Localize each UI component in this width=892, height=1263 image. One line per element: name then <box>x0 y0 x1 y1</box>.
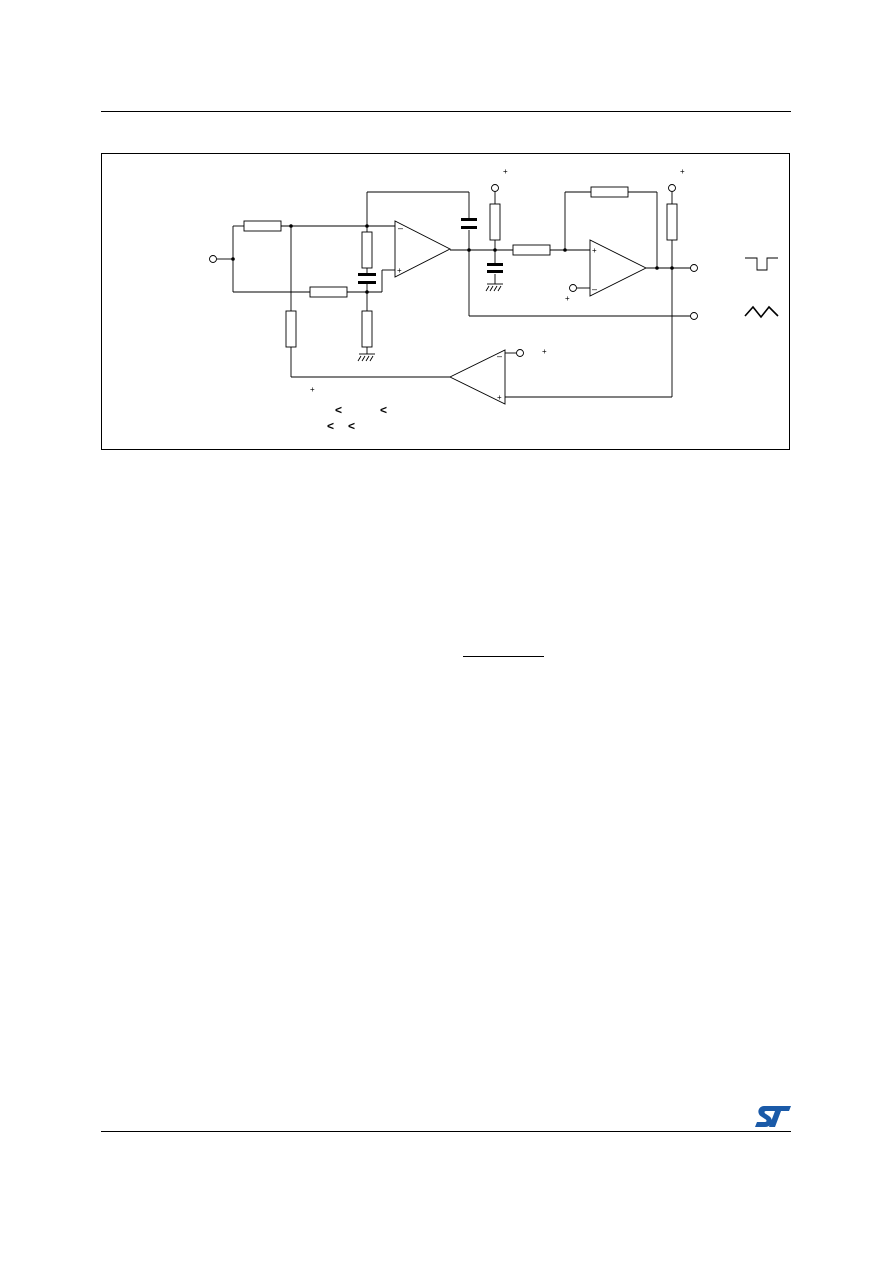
fraction-bar <box>463 656 544 657</box>
opamp3-noninverting-label: + <box>497 393 502 402</box>
capacitor-top <box>461 218 477 221</box>
resistor-opamp2-feedback <box>590 186 629 198</box>
opamp2-noninverting-label: + <box>592 246 597 255</box>
junction-dot <box>467 248 471 252</box>
less-than-symbol: < <box>380 403 387 417</box>
resistor-input-bottom <box>309 286 348 298</box>
resistor-mid <box>512 244 551 256</box>
header-rule <box>101 111 791 112</box>
supply-plus-label: + <box>542 347 547 356</box>
opamp3-inverting-label: – <box>497 351 502 361</box>
figure-frame <box>101 153 790 450</box>
opamp-1 <box>394 220 451 278</box>
less-than-symbol: < <box>348 419 355 433</box>
input-terminal <box>209 255 217 263</box>
resistor-center-bottom <box>361 310 373 348</box>
resistor-pullup-1 <box>489 203 501 241</box>
junction-dot <box>365 290 369 294</box>
supply-plus-label: + <box>310 385 315 394</box>
supply-terminal-3 <box>516 349 524 357</box>
supply-terminal-1 <box>491 184 499 192</box>
junction-dot <box>231 257 235 261</box>
resistor-pullup-2 <box>666 203 678 241</box>
triangle-wave-icon <box>744 305 779 319</box>
capacitor-center <box>358 273 376 276</box>
square-wave-icon <box>745 257 778 271</box>
opamp-3 <box>448 349 506 405</box>
reference-terminal <box>569 284 577 292</box>
junction-dot <box>493 248 497 252</box>
junction-dot <box>365 224 369 228</box>
supply-plus-label: + <box>680 167 685 176</box>
circuit-schematic: + + + + + – + + – – + < < < < <box>209 167 779 433</box>
st-logo-mark <box>755 1106 791 1127</box>
opamp2-inverting-label: – <box>592 284 597 294</box>
supply-terminal-2 <box>668 184 676 192</box>
junction-dot <box>655 266 659 270</box>
less-than-symbol: < <box>335 403 342 417</box>
output-triangle-terminal <box>690 312 698 320</box>
resistor-center-top <box>361 231 373 269</box>
capacitor-supply <box>487 263 503 266</box>
footer-rule <box>101 1131 791 1132</box>
junction-dot <box>563 248 567 252</box>
junction-dot <box>289 224 293 228</box>
opamp1-inverting-label: – <box>398 223 403 233</box>
resistor-feedback-left <box>285 310 297 348</box>
supply-plus-label: + <box>565 294 570 303</box>
st-logo <box>755 1106 791 1127</box>
opamp1-noninverting-label: + <box>397 266 402 275</box>
less-than-symbol: < <box>327 419 334 433</box>
supply-plus-label: + <box>503 167 508 176</box>
resistor-input-top <box>243 220 282 232</box>
opamp-2 <box>589 239 648 297</box>
junction-dot <box>670 266 674 270</box>
output-square-terminal <box>690 264 698 272</box>
